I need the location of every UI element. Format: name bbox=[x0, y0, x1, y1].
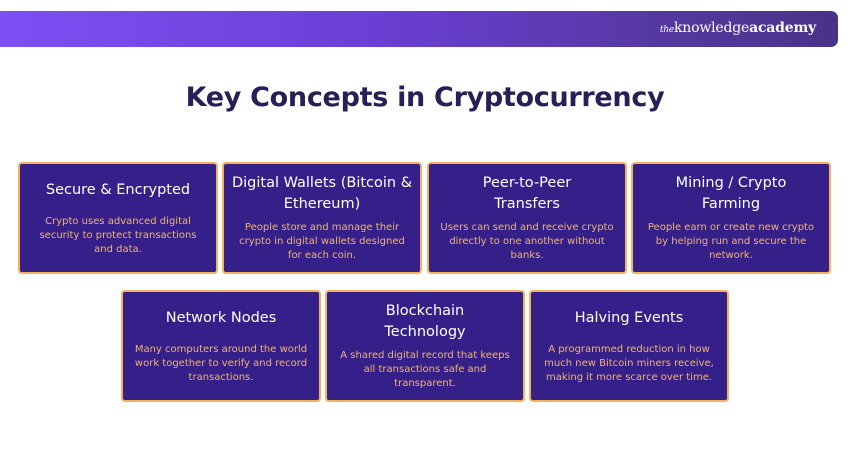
concept-card-halving-events: Halving Events A programmed reduction in… bbox=[529, 290, 729, 402]
concept-card-secure-encrypted: Secure & Encrypted Crypto uses advanced … bbox=[18, 162, 218, 274]
card-title: Blockchain Technology bbox=[384, 303, 466, 340]
brand-logo[interactable]: theknowledgeacademy bbox=[660, 20, 816, 36]
card-title: Mining / Crypto Farming bbox=[675, 175, 787, 212]
concept-card-network-nodes: Network Nodes Many computers around the … bbox=[121, 290, 321, 402]
card-description: People store and manage their crypto in … bbox=[239, 222, 405, 261]
concept-card-mining: Mining / Crypto Farming People earn or c… bbox=[631, 162, 831, 274]
card-title: Halving Events bbox=[574, 309, 684, 326]
card-description: Users can send and receive crypto direct… bbox=[440, 222, 614, 261]
logo-word-knowledge: knowledge bbox=[673, 20, 750, 36]
logo-word-academy: academy bbox=[749, 20, 816, 36]
concept-card-blockchain: Blockchain Technology A shared digital r… bbox=[325, 290, 525, 402]
card-description: Crypto uses advanced digital security to… bbox=[39, 215, 197, 255]
card-title: Digital Wallets (Bitcoin & Ethereum) bbox=[231, 175, 413, 212]
card-title: Secure & Encrypted bbox=[45, 181, 191, 198]
card-description: A programmed reduction in how much new B… bbox=[544, 343, 714, 383]
concept-card-digital-wallets: Digital Wallets (Bitcoin & Ethereum) Peo… bbox=[222, 162, 422, 274]
card-description: Many computers around the world work tog… bbox=[134, 343, 308, 383]
card-title: Network Nodes bbox=[165, 309, 277, 326]
concept-card-peer-to-peer: Peer-to-Peer Transfers Users can send an… bbox=[427, 162, 627, 274]
card-description: A shared digital record that keeps all t… bbox=[340, 350, 510, 389]
logo-prefix: the bbox=[659, 25, 674, 35]
card-title: Peer-to-Peer Transfers bbox=[482, 175, 572, 212]
header-banner: theknowledgeacademy bbox=[0, 11, 838, 47]
page-title: Key Concepts in Cryptocurrency bbox=[185, 82, 665, 113]
card-description: People earn or create new crypto by help… bbox=[647, 222, 815, 261]
